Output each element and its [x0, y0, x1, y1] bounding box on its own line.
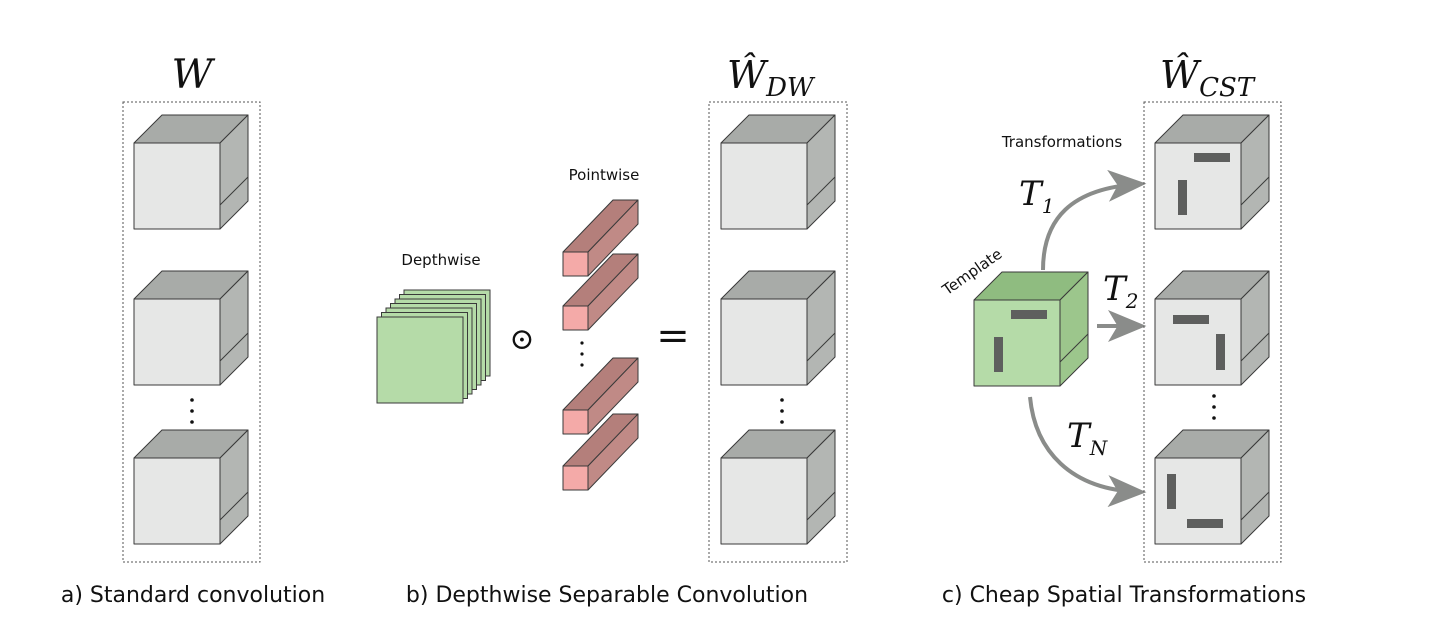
panel-b-ellipsis [780, 398, 784, 424]
pointwise-bar-2 [562, 253, 639, 331]
weight-cube-2-front-face [133, 298, 221, 386]
panel-c-frame [1143, 101, 1282, 563]
panel-a-cubes [133, 114, 249, 545]
pointwise-bar-4 [562, 413, 639, 491]
kernel-bar-horizontal [1187, 519, 1223, 528]
panel-a-symbol: W [171, 52, 215, 98]
pointwise-filter-bars [562, 199, 639, 491]
transform-arrow-1 [1041, 169, 1147, 271]
depthwise-filter-slice [376, 316, 464, 404]
template-cube-body [973, 271, 1089, 387]
panel-a-caption: a) Standard convolution [61, 583, 325, 608]
panel-standard-convolution: W a) Standard convolution [61, 52, 325, 608]
panel-b-caption: b) Depthwise Separable Convolution [406, 583, 808, 608]
weight-cube-3 [133, 429, 249, 545]
panel-c-cubes [1154, 114, 1270, 545]
template-cube [973, 271, 1089, 387]
panel-c-caption: c) Cheap Spatial Transformations [942, 583, 1306, 608]
equals-sign: = [656, 313, 690, 359]
weight-cube-1-front-face [720, 142, 808, 230]
kernel-bar-vertical [1178, 180, 1187, 215]
transform-n-label: TN [1067, 416, 1109, 460]
weight-cube-2-front-face [720, 298, 808, 386]
transformed-cube-1 [1154, 114, 1270, 230]
depthwise-filter-stack [376, 289, 491, 404]
weight-cube-1 [133, 114, 249, 230]
panel-c-result-symbol: ŴCST [1160, 53, 1256, 103]
transformed-cube-3-front-face [1154, 457, 1242, 545]
weight-cube-3-front-face [720, 457, 808, 545]
panel-b-frame [708, 101, 848, 563]
panel-depthwise-separable: Depthwise ⊙ Pointwise = ŴDW b) Depthwise… [376, 53, 848, 608]
panel-b-cubes [720, 114, 836, 545]
hadamard-operator: ⊙ [509, 322, 534, 357]
weight-cube-3-front-face [133, 457, 221, 545]
weight-cube-2 [133, 270, 249, 386]
kernel-bar-horizontal [1173, 315, 1209, 324]
transform-1-label: T1 [1019, 174, 1054, 218]
panel-a-frame [122, 101, 261, 563]
weight-cube-1 [720, 114, 836, 230]
panel-c-ellipsis [1212, 394, 1216, 420]
panel-b-result-symbol: ŴDW [727, 53, 816, 103]
template-kernel-bar-horizontal [1011, 310, 1047, 319]
panel-a-ellipsis [190, 398, 194, 424]
kernel-bar-horizontal [1194, 153, 1230, 162]
depthwise-label: Depthwise [401, 251, 480, 269]
kernel-bar-vertical [1167, 474, 1176, 509]
transformed-cube-2-front-face [1154, 298, 1242, 386]
pointwise-ellipsis [580, 341, 584, 367]
transformed-cube-3 [1154, 429, 1270, 545]
pointwise-bar-3 [562, 357, 639, 435]
panel-cheap-spatial-transformations: Transformations Template T1 T2 TN ŴCST c… [938, 53, 1306, 608]
weight-cube-2 [720, 270, 836, 386]
template-kernel-bar-vertical [994, 337, 1003, 372]
weight-cube-1-front-face [133, 142, 221, 230]
pointwise-bar-1 [562, 199, 639, 277]
kernel-bar-vertical [1216, 334, 1225, 370]
weight-cube-3 [720, 429, 836, 545]
transformations-label: Transformations [1001, 133, 1123, 151]
transformed-cube-2 [1154, 270, 1270, 386]
pointwise-label: Pointwise [569, 166, 640, 184]
transform-arrow-n [1028, 396, 1147, 508]
transform-2-label: T2 [1103, 269, 1138, 313]
